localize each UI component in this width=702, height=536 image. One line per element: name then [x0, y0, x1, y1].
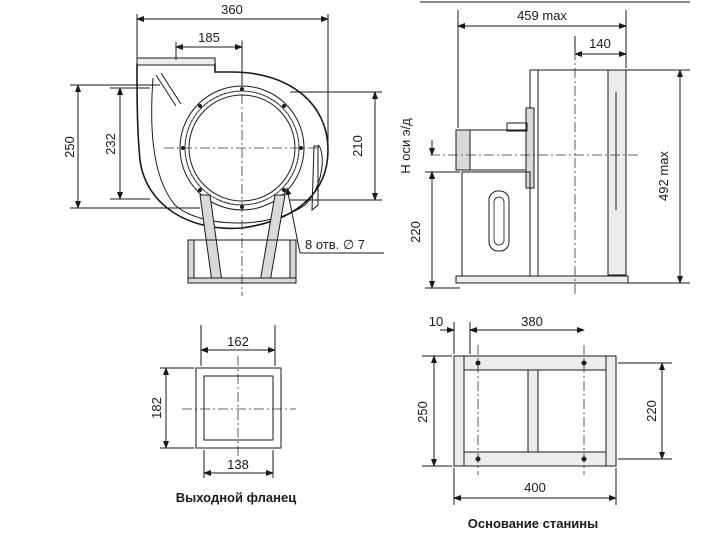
front-view: 360 185 250 232 210 8 отв. ∅ 7 [62, 2, 384, 296]
flange-outer [195, 367, 282, 449]
outlet-flange-title: Выходной фланец [176, 490, 296, 505]
outlet-flange-view: 162 182 138 Выходной фланец [149, 325, 296, 505]
front-height-label: 250 [62, 136, 77, 158]
front-inlet-height-label: 232 [103, 133, 118, 155]
fan-housing-scroll [136, 63, 329, 230]
flange-width-label: 162 [227, 334, 249, 349]
side-axis-height-label: Н оси э/д [398, 118, 413, 174]
base-hole-spacing-label: 380 [521, 314, 543, 329]
side-depth-label: 459 max [517, 8, 567, 23]
base-edge-offset-label: 10 [429, 314, 443, 329]
front-flange-dia-label: 210 [350, 135, 365, 157]
stand-slot [488, 190, 510, 252]
base-cross-bar [527, 369, 539, 453]
base-inner-height-label: 220 [644, 400, 659, 422]
frame-base-title: Основание станины [468, 516, 599, 531]
flange-height-label: 182 [149, 397, 164, 419]
front-holes-label: 8 отв. ∅ 7 [305, 237, 365, 252]
front-inlet-offset-label: 185 [198, 30, 220, 45]
flange-inner [203, 375, 274, 441]
fan-housing-side [529, 69, 611, 277]
side-base-height-label: 220 [408, 221, 423, 243]
base-height-label: 250 [415, 401, 430, 423]
frame-base-view: 10 380 250 220 400 Основание станины [415, 314, 672, 531]
side-view: 459 max 140 Н оси э/д 220 492 max [398, 1, 690, 296]
base-width-label: 400 [524, 480, 546, 495]
motor-body [461, 129, 527, 171]
support-leg-left [199, 194, 223, 283]
support-leg-right [259, 194, 286, 283]
front-width-label: 360 [221, 2, 243, 17]
side-total-height-label: 492 max [656, 151, 671, 201]
side-motor-offset-label: 140 [589, 36, 611, 51]
flange-inner-width-label: 138 [227, 457, 249, 472]
